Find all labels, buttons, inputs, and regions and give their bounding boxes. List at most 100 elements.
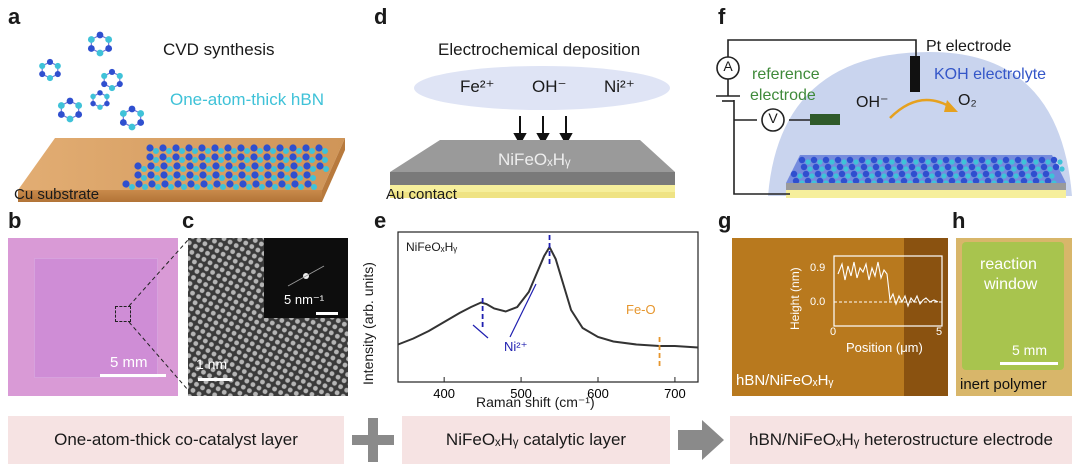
nitrogen-atom (180, 175, 186, 181)
nitrogen-atom (309, 148, 315, 154)
boron-atom (200, 180, 208, 188)
electrode-gray (786, 183, 1066, 190)
boron-atom (898, 170, 906, 178)
afm-height-inset (833, 255, 943, 327)
nitrogen-atom (179, 148, 185, 154)
voltmeter-label: V (768, 110, 778, 126)
o2-label: O₂ (958, 92, 977, 109)
boron-atom (251, 162, 259, 170)
boron-atom (134, 162, 142, 170)
boron-atom (122, 180, 130, 188)
boron-atom (161, 180, 169, 188)
nitrogen-atom (284, 175, 290, 181)
panel-label-b: b (8, 208, 22, 233)
boron-atom (972, 177, 980, 185)
koh-label: KOH electrolyte (934, 66, 1047, 83)
boron-atom (910, 170, 918, 178)
boron-atom (982, 170, 990, 178)
precursor-molecule (57, 97, 83, 123)
boron-atom (289, 144, 297, 152)
boron-atom (804, 177, 812, 185)
nitrogen-atom (218, 148, 224, 154)
boron-atom (146, 144, 154, 152)
inset-ytick-high: 0.9 (810, 262, 826, 274)
precursor-molecule (87, 31, 113, 57)
panel-label-c: c (182, 208, 195, 233)
boron-atom (1026, 156, 1034, 164)
nitrogen-atom (1013, 173, 1019, 179)
panel-label-d: d (374, 4, 388, 29)
nitrogen-atom (220, 184, 226, 190)
hbn-film-region (34, 258, 158, 378)
boron-atom (263, 144, 271, 152)
electrode-au (786, 190, 1066, 198)
nitrogen-atom (927, 166, 933, 172)
precursor-molecules (39, 31, 145, 131)
panel-label-h: h (952, 208, 966, 233)
precursor-molecule (39, 58, 61, 82)
boron-atom (848, 163, 856, 171)
boron-atom (224, 153, 232, 161)
cu-substrate-edge (322, 138, 345, 202)
nitrogen-atom (323, 166, 329, 172)
boron-atom (289, 153, 297, 161)
nitrogen-atom (322, 148, 328, 154)
nitrogen-atom (57, 102, 65, 109)
nitrogen-atom (54, 62, 61, 70)
panel-label-a: a (8, 4, 21, 29)
boron-atom (1050, 156, 1058, 164)
boron-atom (882, 156, 890, 164)
panel-d-illustration (390, 66, 675, 198)
nitrogen-atom (309, 157, 315, 163)
boron-atom (984, 177, 992, 185)
boron-atom (146, 153, 154, 161)
nitrogen-atom (831, 166, 837, 172)
boron-atom (1018, 170, 1026, 178)
nitrogen-atom (1035, 166, 1041, 172)
nitrogen-atom (903, 166, 909, 172)
nitrogen-atom (218, 157, 224, 163)
nitrogen-atom (961, 159, 967, 165)
deposition-title: Electrochemical deposition (438, 40, 641, 59)
nitrogen-atom (272, 184, 278, 190)
nitrogen-atom (1045, 159, 1051, 165)
boron-atom (810, 156, 818, 164)
boron-atom (858, 156, 866, 164)
boron-atom (57, 111, 65, 118)
nitrogen-atom (985, 159, 991, 165)
inset-ytick-low: 0.0 (810, 296, 826, 308)
boron-atom (1028, 163, 1036, 171)
boron-atom (173, 162, 181, 170)
nitrogen-atom (285, 184, 291, 190)
boron-atom (792, 177, 800, 185)
inset-xlabel: Position (μm) (846, 340, 923, 355)
boron-atom (147, 162, 155, 170)
ion-cloud (414, 66, 670, 110)
nitrogen-atom (181, 184, 187, 190)
boron-atom (264, 162, 272, 170)
boron-atom (101, 80, 108, 88)
nitrogen-atom (999, 166, 1005, 172)
nitrogen-atom (155, 184, 161, 190)
nitrogen-atom (817, 159, 823, 165)
hbn-sheet (122, 144, 329, 190)
afm-image (732, 238, 948, 396)
nitrogen-atom (141, 175, 147, 181)
footer-box-catalytic-text: NiFeOₓHᵧ catalytic layer (445, 430, 627, 449)
ion-fe: Fe²⁺ (460, 77, 495, 96)
nitrogen-atom (1021, 159, 1027, 165)
nitrogen-atom (1001, 173, 1007, 179)
boron-atom (198, 144, 206, 152)
nitrogen-atom (1057, 159, 1063, 165)
boron-atom (994, 170, 1002, 178)
boron-atom (862, 170, 870, 178)
au-contact-label: Au contact (386, 186, 457, 203)
boron-atom (834, 156, 842, 164)
boron-atom (992, 163, 1000, 171)
raman-series-line (397, 244, 699, 349)
boron-atom (237, 144, 245, 152)
nitrogen-atom (963, 166, 969, 172)
nitrogen-atom (1047, 166, 1053, 172)
nitrogen-atom (270, 148, 276, 154)
boron-atom (174, 180, 182, 188)
